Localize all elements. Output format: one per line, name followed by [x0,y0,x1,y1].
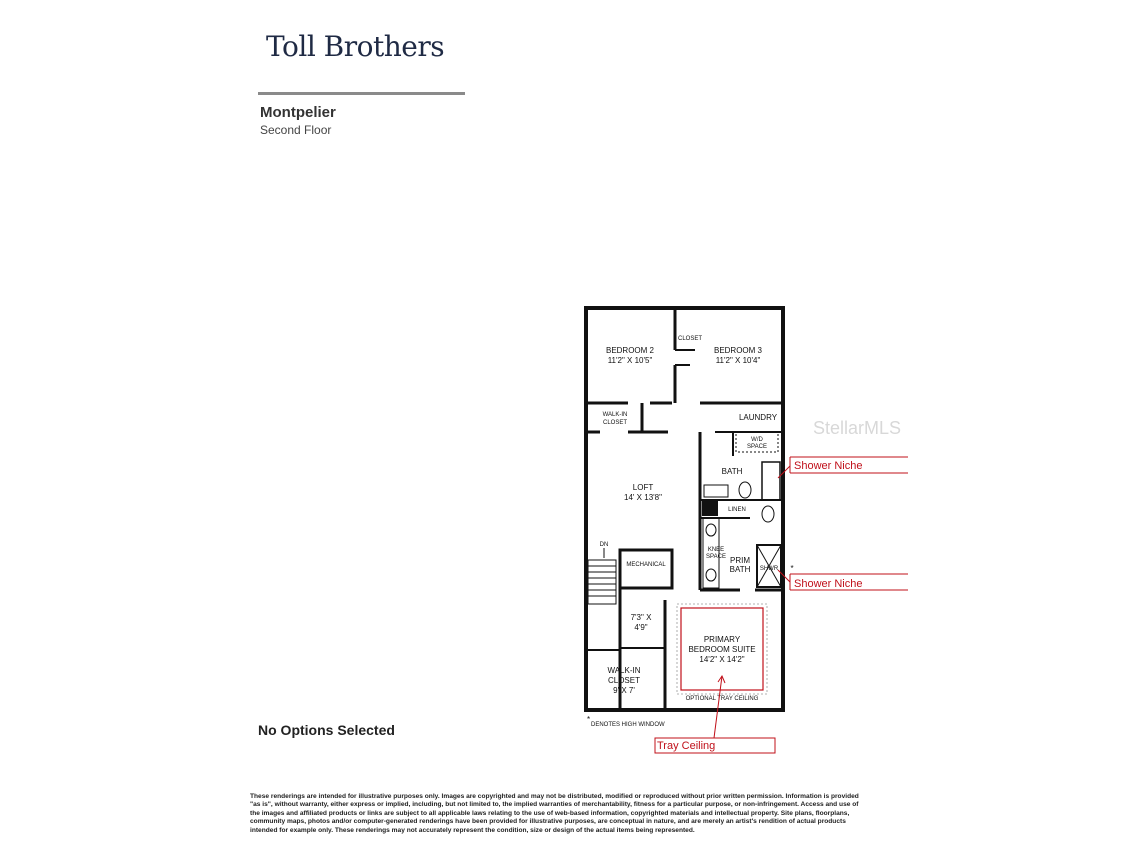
prim-bath-label-1: PRIM [730,556,750,565]
bedroom2-label: BEDROOM 2 [606,346,655,355]
shower-niche-callout-2: Shower Niche [777,569,908,591]
walkin-closet-bottom-dims: 9' X 7' [613,686,635,695]
loft-dims: 14' X 13'8" [624,493,662,502]
shower-label: SHWR [760,566,779,572]
bedroom3-dims: 11'2" X 10'4" [716,356,761,365]
bedroom3-label: BEDROOM 3 [714,346,763,355]
shower-niche-callout-1-text: Shower Niche [794,460,862,472]
primary-suite-label-1: PRIMARY [704,635,741,644]
shower-niche-callout-2-text: Shower Niche [794,578,862,590]
plan-floor: Second Floor [260,123,332,137]
optional-tray-label: OPTIONAL TRAY CEILING [686,696,759,702]
watermark-text: StellarMLS [813,418,901,438]
wd-space-label-2: SPACE [747,444,767,450]
header-divider [258,92,465,95]
knee-space-label-1: KNEE [708,547,724,553]
small-closet-dims-1: 7'3" X [631,613,652,622]
laundry-label: LAUNDRY [739,413,778,422]
brand-logo: Toll Brothers [266,30,445,63]
loft-label: LOFT [633,483,654,492]
options-status: No Options Selected [258,722,395,738]
primary-suite-dims: 14'2" X 14'2" [699,655,744,664]
mechanical-label: MECHANICAL [626,562,666,568]
bath-label: BATH [722,467,743,476]
walkin-closet-top-label-1: WALK-IN [603,412,628,418]
high-window-marker-shower: * [790,564,793,573]
linen-label: LINEN [728,507,746,513]
stairs-down-label: DN [600,542,609,548]
plan-name: Montpelier [260,104,336,121]
floorplan-walls [584,306,785,712]
high-window-marker-note: * [587,715,590,724]
walkin-closet-bottom-label-2: CLOSET [608,676,640,685]
primary-suite-label-2: BEDROOM SUITE [688,645,755,654]
walkin-closet-bottom-label-1: WALK-IN [607,666,640,675]
knee-space-label-2: SPACE [706,554,726,560]
tray-ceiling-callout: Tray Ceiling [654,674,776,754]
walkin-closet-top-label-2: CLOSET [603,420,627,426]
small-closet-dims-2: 4'9" [634,623,647,632]
linen-shelf-block [702,500,718,516]
bedroom2-dims: 11'2" X 10'5" [608,356,653,365]
floorplan-diagram: BEDROOM 2 11'2" X 10'5" CLOSET BEDROOM 3… [584,306,908,754]
closet-label: CLOSET [678,336,702,342]
shower-niche-callout-1: Shower Niche [777,456,908,479]
wd-space-label-1: W/D [751,437,763,443]
tray-ceiling-callout-text: Tray Ceiling [657,740,715,752]
disclaimer-text: These renderings are intended for illust… [250,793,859,834]
high-window-note: DENOTES HIGH WINDOW [591,722,665,728]
prim-bath-label-2: BATH [730,565,751,574]
